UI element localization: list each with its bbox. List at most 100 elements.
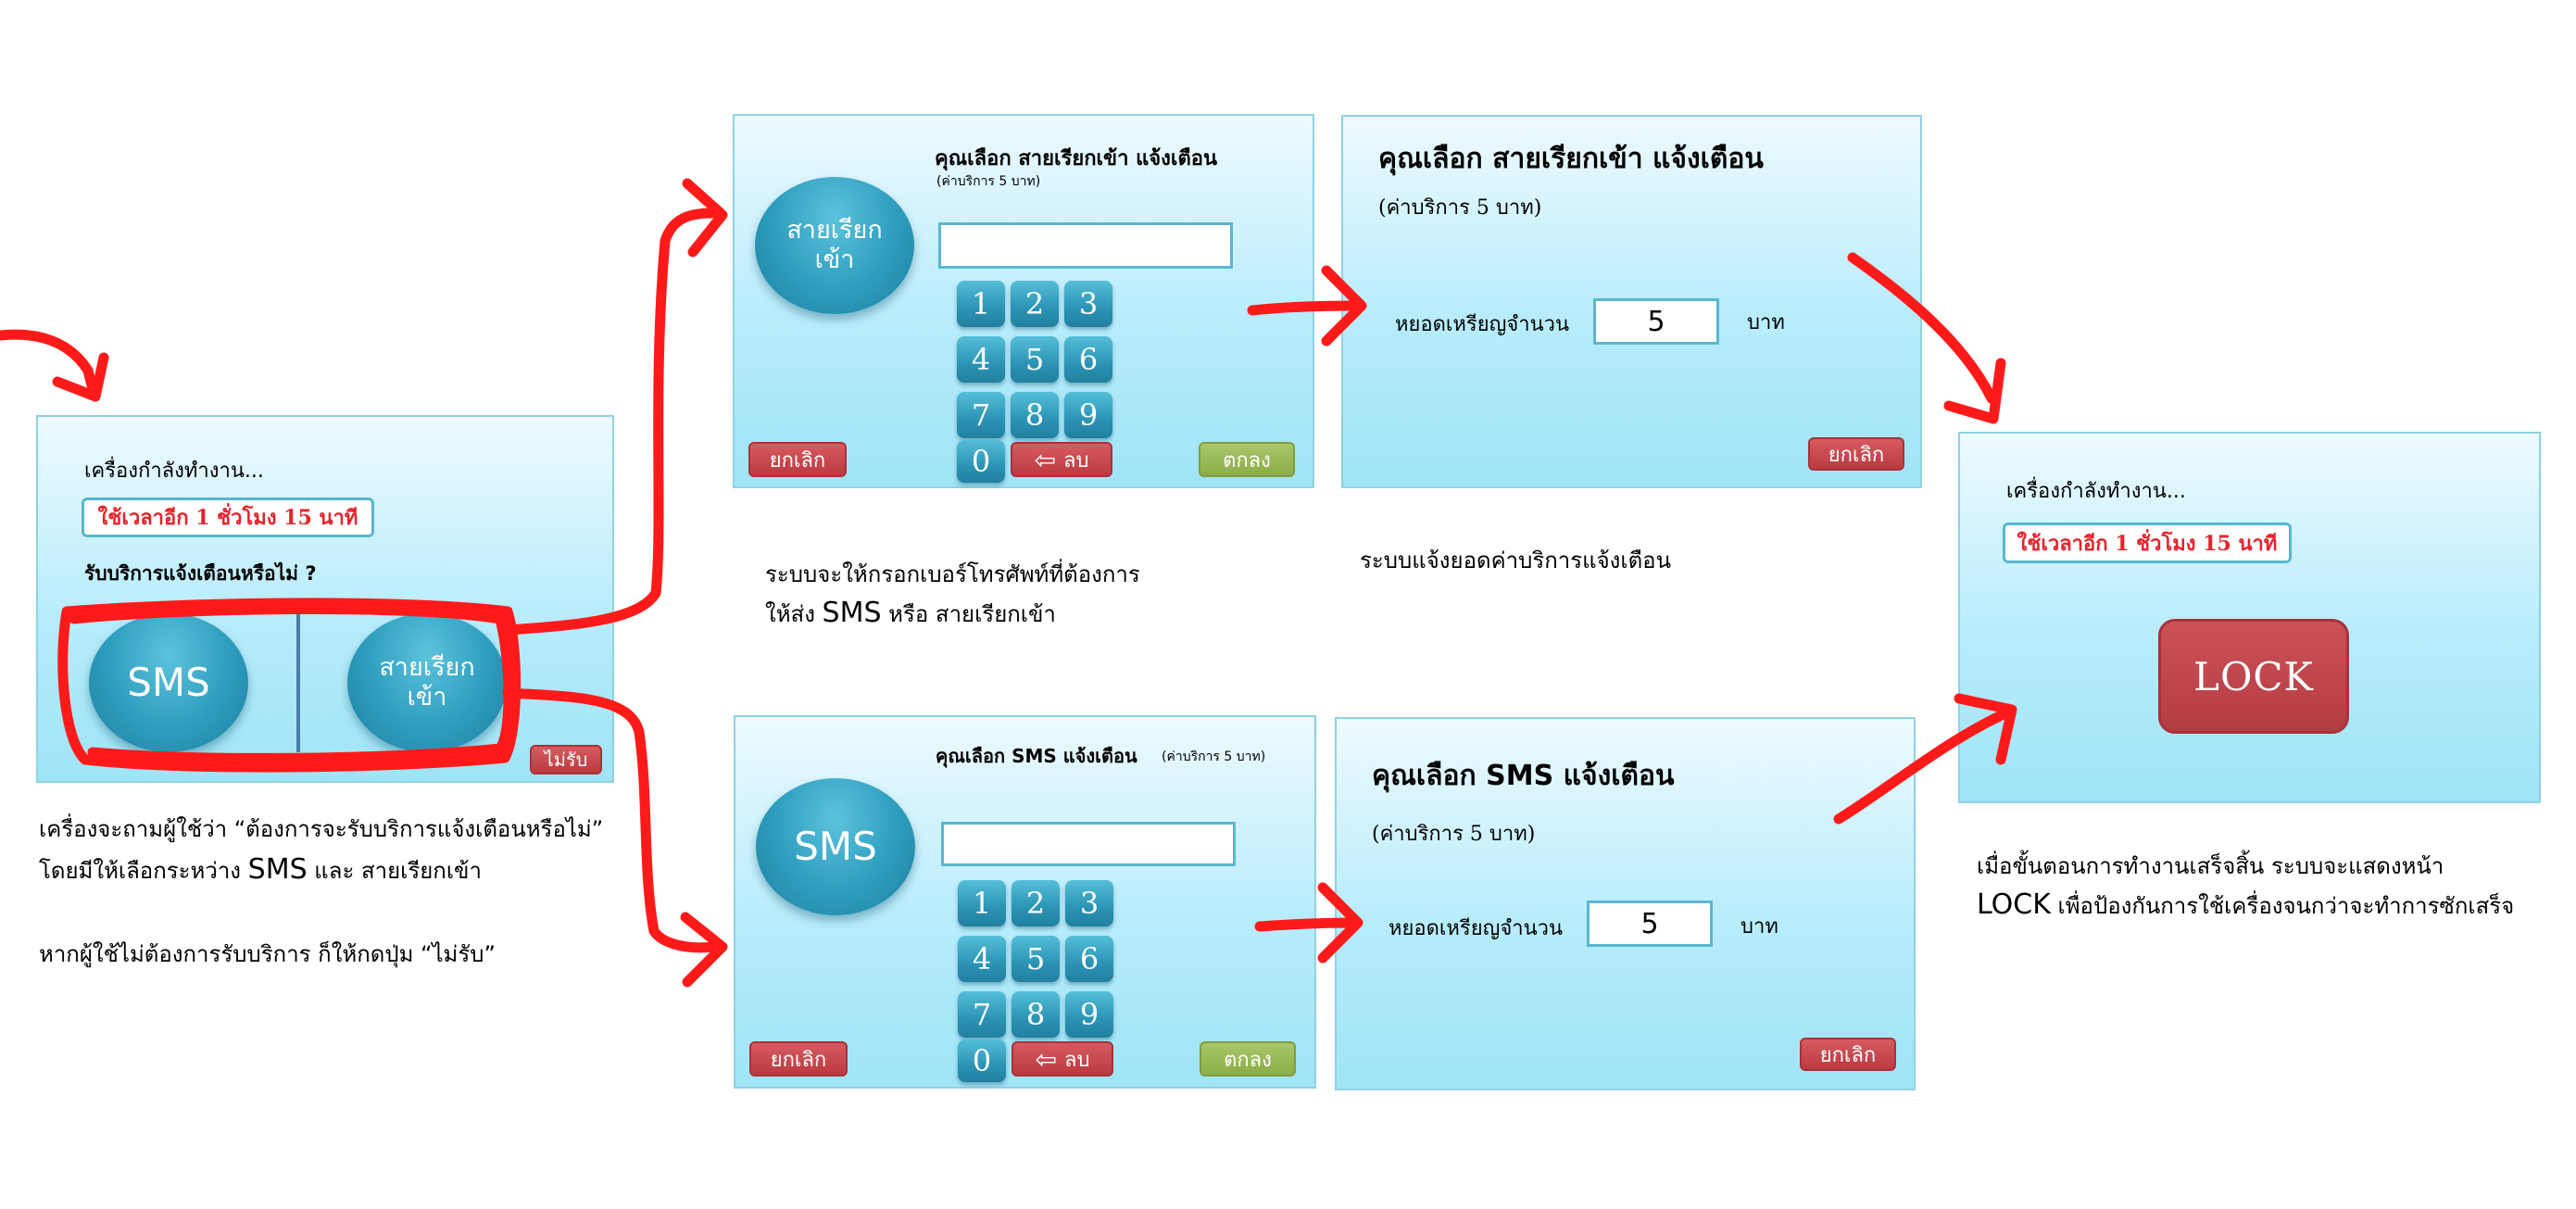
sms-key-8[interactable]: 8	[1012, 991, 1060, 1038]
time-remaining-box: ใช้เวลาอีก 1 ชั่วโมง 15 นาที	[82, 497, 374, 537]
screen-main-question: เครื่องกำลังทำงาน... ใช้เวลาอีก 1 ชั่วโม…	[36, 415, 614, 783]
selection-loop	[57, 598, 521, 773]
entry-arrow	[0, 329, 98, 395]
coin-amount-label: หยอดเหรียญจำนวน	[1395, 313, 1570, 336]
screen-call-fee: คุณเลือก สายเรียกเข้า แจ้งเตือน (ค่าบริก…	[1341, 115, 1922, 488]
reject-button-label: ไม่รับ	[544, 749, 588, 771]
arrow-to-call-entry-head	[682, 178, 728, 258]
description-step-2-line-1: ระบบจะให้กรอกเบอร์โทรศัพท์ที่ต้องการ	[765, 561, 1140, 587]
call-badge-label-1: สายเรียก	[786, 215, 883, 245]
desc1-line2-c: และ สายเรียกเข้า	[307, 858, 482, 884]
call-fee-cancel-button[interactable]: ยกเลิก	[1808, 437, 1904, 471]
arrow-sms-fee-to-lock-head	[1954, 693, 2017, 765]
arrow-call-fee-to-lock-head	[1943, 358, 2006, 424]
description-step-2-line-2: ให้ส่ง SMS หรือ สายเรียกเข้า	[765, 596, 1056, 632]
key-1[interactable]: 1	[957, 281, 1005, 327]
delete-button[interactable]: ⇦ ลบ	[1011, 442, 1112, 477]
reject-button[interactable]: ไม่รับ	[530, 745, 602, 775]
sms-ok-button-label: ตกลง	[1224, 1048, 1272, 1072]
call-fee-note: (ค่าบริการ 5 บาท)	[1378, 196, 1542, 220]
sms-entry-fee: (ค่าบริการ 5 บาท)	[1162, 749, 1266, 764]
incoming-call-badge: สายเรียก เข้า	[755, 177, 914, 314]
desc4-line2-b: เพื่อป้องกันการใช้เครื่องจนกว่าจะทำการซั…	[2050, 893, 2515, 919]
call-entry-title: คุณเลือก สายเรียกเข้า แจ้งเตือน	[935, 147, 1217, 170]
sms-key-7[interactable]: 7	[958, 991, 1006, 1038]
backspace-arrow-icon: ⇦	[1034, 444, 1056, 475]
call-badge-label-2: เข้า	[814, 246, 855, 274]
notification-question: รับบริการแจ้งเตือนหรือไม่ ?	[84, 562, 317, 585]
sms-key-0[interactable]: 0	[958, 1039, 1006, 1082]
selection-loop-2	[69, 603, 514, 763]
description-step-3: ระบบแจ้งยอดค่าบริการแจ้งเตือน	[1360, 548, 1671, 573]
lock-label: LOCK	[2193, 653, 2314, 699]
sms-cancel-button[interactable]: ยกเลิก	[749, 1041, 848, 1077]
sms-fee-cancel-label: ยกเลิก	[1819, 1043, 1877, 1067]
call-fee-title: คุณเลือก สายเรียกเข้า แจ้งเตือน	[1378, 143, 1764, 175]
key-4[interactable]: 4	[957, 336, 1005, 383]
sms-badge-label: SMS	[794, 823, 877, 869]
key-5[interactable]: 5	[1011, 336, 1059, 383]
sms-button-label: SMS	[127, 659, 210, 705]
desc1-line2-a: โดยมีให้เลือกระหว่าง	[39, 858, 248, 884]
sms-cancel-button-label: ยกเลิก	[770, 1048, 827, 1072]
desc2-line2-a: ให้ส่ง	[765, 601, 823, 627]
lock-button[interactable]: LOCK	[2158, 619, 2349, 734]
sms-key-3[interactable]: 3	[1065, 880, 1113, 926]
sms-key-4[interactable]: 4	[958, 936, 1006, 982]
delete-button-label: ลบ	[1063, 448, 1089, 472]
screen-call-number-entry: สายเรียก เข้า คุณเลือก สายเรียกเข้า แจ้ง…	[733, 114, 1314, 488]
screen-sms-number-entry: SMS คุณเลือก SMS แจ้งเตือน (ค่าบริการ 5 …	[734, 715, 1316, 1089]
call-entry-fee: (ค่าบริการ 5 บาท)	[936, 174, 1041, 189]
coin-amount-box: 5	[1593, 298, 1719, 345]
sms-key-1[interactable]: 1	[958, 880, 1006, 926]
sms-ok-button[interactable]: ตกลง	[1200, 1041, 1296, 1077]
call-fee-cancel-label: ยกเลิก	[1828, 443, 1885, 467]
sms-delete-button[interactable]: ⇦ ลบ	[1012, 1041, 1113, 1077]
key-0[interactable]: 0	[957, 440, 1005, 483]
sms-key-2[interactable]: 2	[1012, 880, 1060, 926]
incoming-call-label-1: สายเรียก	[379, 652, 475, 682]
sms-delete-button-label: ลบ	[1064, 1048, 1090, 1072]
key-9[interactable]: 9	[1064, 392, 1112, 438]
key-8[interactable]: 8	[1011, 392, 1059, 438]
cancel-button[interactable]: ยกเลิก	[748, 442, 847, 477]
sms-coin-unit-label: บาท	[1740, 915, 1778, 938]
arrow-to-call-fee-head	[1321, 265, 1367, 346]
arrow-to-call-entry	[502, 208, 719, 636]
sms-key-6[interactable]: 6	[1065, 936, 1113, 982]
sms-coin-amount-label: หยอดเหรียญจำนวน	[1389, 917, 1564, 940]
sms-key-9[interactable]: 9	[1065, 991, 1113, 1038]
arrow-to-call-fee	[1247, 300, 1363, 316]
description-step-1-line-2: โดยมีให้เลือกระหว่าง SMS และ สายเรียกเข้…	[39, 852, 482, 888]
sms-phone-number-input[interactable]	[941, 822, 1236, 866]
sms-coin-amount-box: 5	[1587, 900, 1713, 947]
arrow-call-fee-to-lock	[1847, 252, 1997, 404]
ok-button[interactable]: ตกลง	[1199, 442, 1295, 477]
arrow-sms-fee-to-lock	[1833, 708, 2011, 825]
phone-number-input[interactable]	[938, 222, 1233, 269]
key-7[interactable]: 7	[957, 392, 1005, 438]
sms-fee-title: คุณเลือก SMS แจ้งเตือน	[1372, 760, 1675, 792]
screen-sms-fee: คุณเลือก SMS แจ้งเตือน (ค่าบริการ 5 บาท)…	[1335, 717, 1916, 1090]
arrow-to-sms-entry-head	[680, 912, 728, 988]
description-step-1-line-1: เครื่องจะถามผู้ใช้ว่า “ต้องการจะรับบริกา…	[39, 816, 604, 842]
screen-lock: เครื่องกำลังทำงาน... ใช้เวลาอีก 1 ชั่วโม…	[1958, 432, 2541, 803]
incoming-call-button[interactable]: สายเรียก เข้า	[347, 613, 507, 752]
sms-fee-note: (ค่าบริการ 5 บาท)	[1372, 823, 1536, 846]
coin-unit-label: บาท	[1747, 311, 1785, 334]
description-step-1-line-3: หากผู้ใช้ไม่ต้องการรับบริการ ก็ให้กดปุ่ม…	[39, 941, 496, 967]
key-6[interactable]: 6	[1064, 336, 1112, 383]
desc4-line2-lock: LOCK	[1977, 888, 2051, 921]
sms-badge: SMS	[756, 778, 915, 915]
arrow-to-sms-entry	[502, 687, 719, 953]
arrow-to-sms-fee	[1254, 917, 1358, 932]
key-2[interactable]: 2	[1011, 281, 1059, 327]
working-status-label: เครื่องกำลังทำงาน...	[84, 460, 264, 483]
sms-fee-cancel-button[interactable]: ยกเลิก	[1800, 1038, 1896, 1071]
key-3[interactable]: 3	[1064, 281, 1112, 327]
description-step-4-line-2: LOCK เพื่อป้องกันการใช้เครื่องจนกว่าจะทำ…	[1977, 888, 2514, 924]
sms-button[interactable]: SMS	[89, 613, 248, 752]
desc1-line2-sms: SMS	[247, 853, 308, 886]
sms-key-5[interactable]: 5	[1012, 936, 1060, 982]
sms-backspace-arrow-icon: ⇦	[1035, 1043, 1057, 1075]
